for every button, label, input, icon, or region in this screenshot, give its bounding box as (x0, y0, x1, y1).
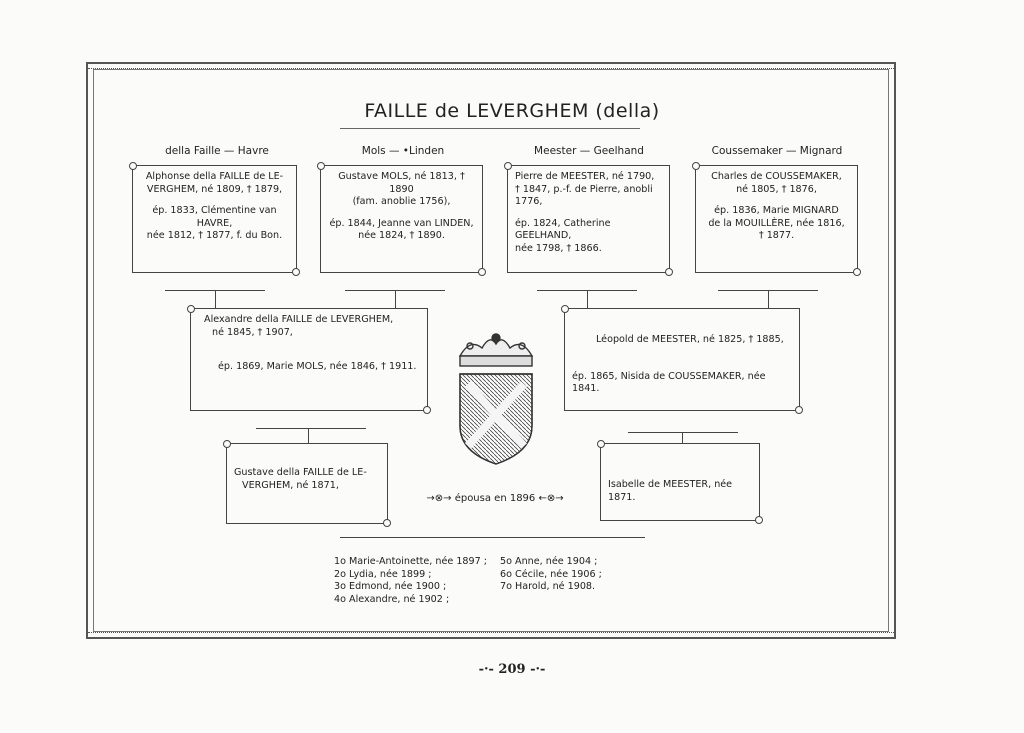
ancestor-box-mols: Gustave MOLS, né 1813, † 1890 (fam. anob… (317, 162, 486, 276)
box-line: ép. 1824, Catherine GEELHAND, (515, 217, 611, 242)
box-line: 1776, (515, 196, 543, 207)
box-line: VERGHEM, né 1809, † 1879, (146, 183, 283, 195)
box-line: Pierre de MEESTER, né 1790, (515, 171, 655, 182)
box-line: (fam. anoblie 1756), (352, 196, 451, 207)
box-line: ép. 1869, Marie MOLS, née 1846, † 1911. (218, 361, 417, 372)
column-heading-della-faille: della Faille — Havre (165, 145, 269, 157)
children-rule (340, 537, 645, 538)
connector-tick (308, 428, 309, 443)
box-line: Léopold de MEESTER, né 1825, † 1885, (596, 334, 784, 345)
list-item: 3o Edmond, née 1900 ; (334, 581, 447, 592)
coat-of-arms-icon (458, 333, 534, 465)
ancestor-box-coussemaker: Charles de COUSSEMAKER, né 1805, † 1876,… (692, 162, 861, 276)
box-line: né 1805, † 1876, (736, 183, 817, 195)
ancestor-box-della-faille: Alphonse della FAILLE de LE- VERGHEM, né… (129, 162, 300, 276)
box-line: Alexandre della FAILLE de LEVERGHEM, (204, 314, 394, 325)
box-line: née 1812, † 1877, f. du Bon. (146, 230, 283, 241)
box-line: Gustave MOLS, né 1813, † 1890 (338, 171, 465, 195)
box-line: ép. 1833, Clémentine van HAVRE, (152, 205, 277, 229)
box-line: ép. 1844, Jeanne van LINDEN, (329, 217, 474, 229)
list-item: 1o Marie-Antoinette, née 1897 ; (334, 556, 488, 567)
list-item: 4o Alexandre, né 1902 ; (334, 593, 450, 605)
box-line: Charles de COUSSEMAKER, (711, 171, 842, 182)
page-number: -·- 209 -·- (478, 662, 546, 677)
list-item: 7o Harold, né 1908. (500, 581, 596, 592)
parent-box-alexandre: Alexandre della FAILLE de LEVERGHEM, né … (187, 305, 431, 414)
box-line: † 1877. (758, 230, 795, 241)
connector-tick (768, 290, 769, 308)
page-title: FAILLE de LEVERGHEM (della) (364, 100, 660, 122)
box-line: née 1824, † 1890. (358, 230, 445, 241)
connector-tick (215, 290, 216, 308)
child-box-gustave: Gustave della FAILLE de LE- VERGHEM, né … (223, 440, 391, 527)
connector-brace (628, 432, 738, 443)
list-item: 2o Lydia, née 1899 ; (334, 568, 432, 580)
page-border-frame (86, 62, 896, 639)
marriage-note: →⊗→ épousa en 1896 ←⊗→ (426, 493, 564, 504)
box-line: Alphonse della FAILLE de LE- (145, 171, 284, 182)
child-box-isabelle: Isabelle de MEESTER, née 1871. (597, 440, 763, 524)
parent-box-leopold: Léopold de MEESTER, né 1825, † 1885, ép.… (561, 305, 803, 414)
column-heading-mols: Mols — •Linden (361, 145, 445, 157)
connector-tick (395, 290, 396, 308)
connector-tick (682, 432, 683, 444)
box-line: † 1847, p.-f. de Pierre, anobli (515, 183, 653, 195)
column-heading-meester: Meester — Geelhand (534, 145, 644, 157)
box-line: de la MOUILLÈRE, née 1816, (708, 217, 845, 229)
ancestor-box-meester: Pierre de MEESTER, né 1790, † 1847, p.-f… (504, 162, 673, 276)
box-line: né 1845, † 1907, (212, 326, 293, 338)
column-heading-coussemaker: Coussemaker — Mignard (711, 145, 843, 157)
box-line: VERGHEM, né 1871, (242, 479, 339, 491)
children-list-right: 5o Anne, née 1904 ; 6o Cécile, née 1906 … (500, 556, 602, 594)
children-list-left: 1o Marie-Antoinette, née 1897 ; 2o Lydia… (334, 556, 487, 606)
box-line: née 1798, † 1866. (515, 242, 602, 254)
box-line: Gustave della FAILLE de LE- (234, 467, 367, 478)
list-item: 5o Anne, née 1904 ; (500, 556, 598, 567)
top-ornament-border (88, 63, 894, 69)
bottom-ornament-border (88, 632, 894, 638)
list-item: 6o Cécile, née 1906 ; (500, 568, 602, 580)
connector-brace (256, 428, 366, 439)
connector-tick (587, 290, 588, 308)
box-line: ép. 1865, Nisida de COUSSEMAKER, née 184… (572, 370, 766, 395)
box-line: ép. 1836, Marie MIGNARD (714, 205, 839, 216)
box-line: Isabelle de MEESTER, née 1871. (608, 479, 733, 503)
title-underline (340, 128, 640, 129)
